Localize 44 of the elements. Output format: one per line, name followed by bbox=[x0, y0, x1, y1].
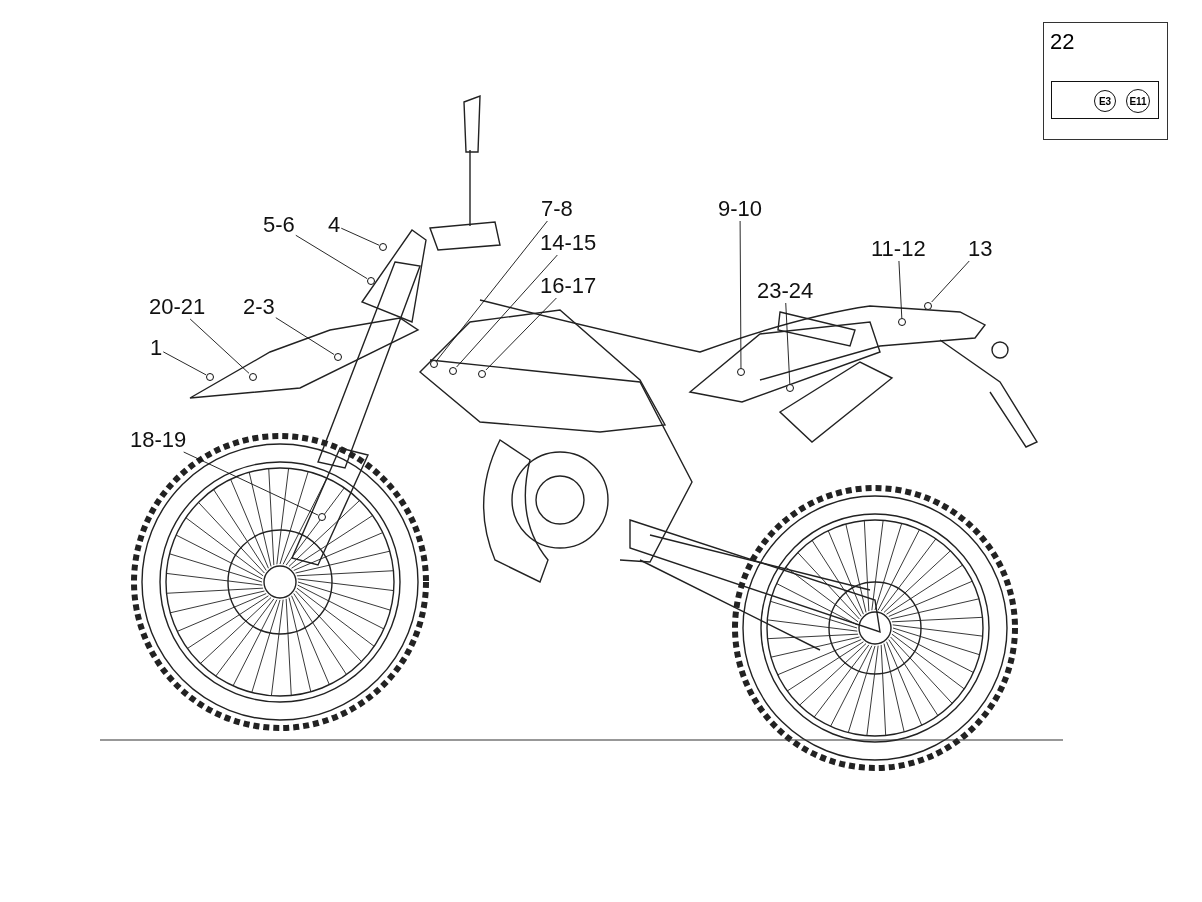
leader-line bbox=[739, 220, 742, 369]
callout-number: 9-10 bbox=[717, 197, 764, 221]
callout-point bbox=[367, 277, 375, 285]
callout-number: 7-8 bbox=[540, 197, 574, 221]
leader-line bbox=[456, 254, 558, 368]
callout-point bbox=[924, 302, 932, 310]
leader-line bbox=[162, 351, 207, 376]
callout-number: 2-3 bbox=[242, 295, 276, 319]
callout-point bbox=[737, 368, 745, 376]
callout-number: 14-15 bbox=[539, 231, 598, 255]
callout-number: 1 bbox=[149, 336, 164, 360]
callout-number: 22 bbox=[1050, 29, 1075, 55]
leader-line bbox=[931, 260, 970, 303]
callout-number: 20-21 bbox=[148, 295, 207, 319]
callout-point bbox=[449, 367, 457, 375]
leader-line bbox=[183, 451, 319, 516]
inset-box bbox=[1043, 22, 1168, 140]
leader-line bbox=[295, 234, 368, 279]
leader-line bbox=[898, 260, 903, 319]
leader-line bbox=[189, 318, 250, 374]
approval-mark: E3 bbox=[1094, 90, 1116, 112]
approval-marks-panel bbox=[1051, 81, 1159, 119]
callout-point bbox=[206, 373, 214, 381]
callout-number: 18-19 bbox=[129, 428, 188, 452]
leader-line bbox=[275, 317, 335, 355]
leader-line bbox=[485, 297, 557, 371]
callout-number: 23-24 bbox=[756, 279, 815, 303]
callout-point bbox=[478, 370, 486, 378]
leader-line bbox=[436, 220, 548, 361]
callout-point bbox=[430, 360, 438, 368]
leader-line bbox=[785, 302, 791, 385]
leader-line bbox=[340, 227, 380, 246]
callout-number: 13 bbox=[967, 237, 994, 261]
callout-point bbox=[898, 318, 906, 326]
callout-point bbox=[379, 243, 387, 251]
callout-number: 16-17 bbox=[539, 274, 598, 298]
approval-mark: E11 bbox=[1126, 89, 1150, 113]
callout-point bbox=[334, 353, 342, 361]
callout-number: 4 bbox=[327, 213, 342, 237]
callout-number: 11-12 bbox=[870, 237, 927, 261]
callout-point bbox=[249, 373, 257, 381]
callout-point bbox=[786, 384, 794, 392]
callout-number: 5-6 bbox=[262, 213, 296, 237]
callout-point bbox=[318, 513, 326, 521]
